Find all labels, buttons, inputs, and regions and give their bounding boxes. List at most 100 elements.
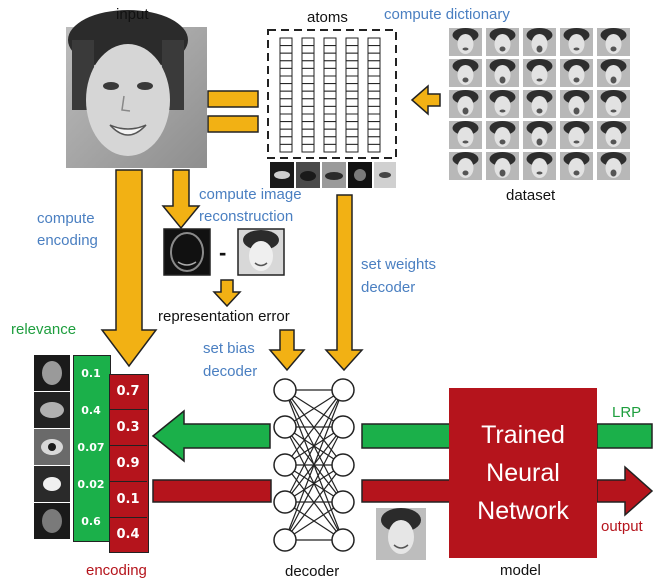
dataset-face-skin (531, 34, 548, 54)
label-lrp: LRP (612, 404, 642, 421)
atom-cell (367, 67, 381, 77)
decoder-node (331, 528, 355, 552)
atom-cell (323, 67, 337, 77)
atom-cell (345, 67, 359, 77)
encoding-value: 0.3 (109, 410, 147, 446)
label-set-bias: set bias (203, 340, 255, 357)
decoder-node (331, 378, 355, 402)
atom-cell (345, 75, 359, 85)
atom-cell (279, 52, 293, 62)
dataset-face-skin (531, 65, 548, 85)
dataset-face-mouth (499, 46, 506, 52)
atom-cell (367, 113, 381, 123)
decoder-edge (284, 426, 344, 541)
dataset-face-skin (457, 158, 474, 178)
atom-cell (367, 75, 381, 85)
atom-cell (323, 90, 337, 100)
atom-cell (323, 52, 337, 62)
atom-cell (367, 136, 381, 145)
label-compute-encoding: encoding (37, 232, 98, 249)
dataset-face-skin (494, 158, 511, 178)
model-box-line: Network (477, 497, 569, 525)
dataset-face-mouth (610, 109, 617, 113)
atom-cell (323, 45, 337, 54)
dataset-face-mouth (610, 139, 617, 145)
atom-cell (345, 45, 359, 54)
label-relevance: relevance (11, 321, 77, 338)
lrp-arrow-segment (361, 423, 451, 449)
dataset-face-mouth (499, 169, 506, 177)
encoding-value: 0.1 (109, 482, 147, 518)
atom-cell (323, 121, 337, 130)
relevance-value: 0.6 (81, 515, 101, 528)
relevance-value: 0.07 (77, 441, 105, 454)
label-model: model (500, 562, 541, 579)
atom-cell (301, 105, 315, 115)
atom-cell (323, 83, 337, 92)
dataset-face-mouth (610, 169, 617, 177)
atom-cell (345, 128, 359, 138)
atom-cell (367, 143, 381, 153)
dataset-face-mouth (536, 108, 543, 114)
atom-cell (367, 37, 381, 47)
atom-cell (279, 37, 293, 47)
relevance-value: 0.02 (77, 478, 105, 491)
atom-cell (367, 121, 381, 130)
atom-cell (279, 75, 293, 85)
atom-cell (345, 37, 359, 47)
atom-cell (367, 105, 381, 115)
atom-columns (279, 37, 381, 153)
dataset-face-skin (494, 96, 511, 116)
dataset-face-skin (605, 158, 622, 178)
dataset-face-mouth (499, 139, 506, 145)
atom-cell (323, 143, 337, 153)
dataset-face-skin (494, 65, 511, 85)
dataset-face-skin (568, 127, 585, 147)
atom-cell (279, 113, 293, 123)
lrp-arrow (151, 409, 271, 463)
atom-cell (345, 136, 359, 145)
atom-cell (301, 128, 315, 138)
dataset-face-mouth (536, 138, 543, 146)
atom-cell (367, 90, 381, 100)
atom-cell (279, 128, 293, 138)
atom-cell (279, 67, 293, 77)
decoder-node (273, 415, 297, 439)
decoder-edge (284, 389, 344, 466)
decoder-edge (284, 389, 344, 541)
label-set-bias: decoder (203, 363, 258, 380)
atom-cell (345, 60, 359, 69)
dataset-face-mouth (462, 77, 469, 83)
relevance-patch-images (34, 355, 70, 539)
decoder-network (273, 378, 355, 552)
lrp-arrow-tail (596, 423, 653, 449)
label-dataset: dataset (506, 187, 556, 204)
input-to-atoms-arrows (207, 90, 259, 133)
output-arrow-tail (152, 479, 272, 503)
dataset-face-mouth (462, 47, 469, 51)
dataset-face-skin (568, 34, 585, 54)
atom-cell (323, 105, 337, 115)
atom-cell (323, 60, 337, 69)
atom-cell (301, 60, 315, 69)
label-compute-encoding: compute (37, 210, 95, 227)
atom-cell (301, 52, 315, 62)
atom-cell (345, 98, 359, 107)
dataset-face-skin (531, 158, 548, 178)
dataset-face-skin (457, 96, 474, 116)
dataset-face-skin (605, 34, 622, 54)
decoder-node (331, 490, 355, 514)
dataset-face-mouth (536, 171, 543, 175)
reconstruction-images (163, 228, 285, 276)
decoder-node (273, 453, 297, 477)
atom-cell (279, 136, 293, 145)
decoder-edge (284, 464, 344, 541)
output-arrow-segment (361, 479, 451, 503)
atom-cell (323, 98, 337, 107)
atom-cell (279, 90, 293, 100)
atom-cell (345, 90, 359, 100)
dataset-face-skin (605, 96, 622, 116)
compute-reconstruction-arrow (161, 169, 201, 230)
